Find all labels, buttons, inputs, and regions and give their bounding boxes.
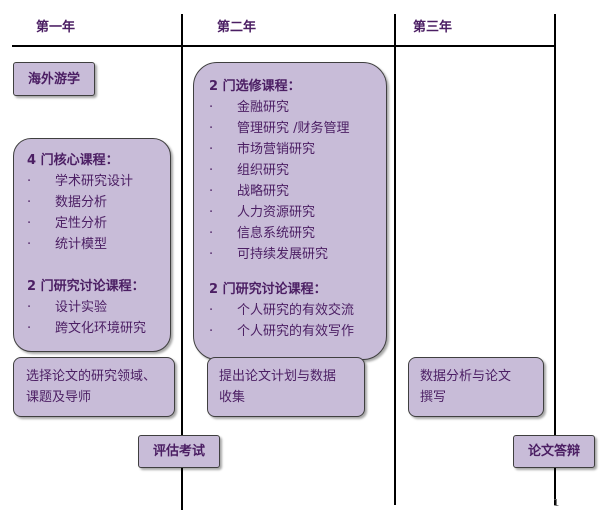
elective-course-item: ·人力资源研究	[209, 205, 316, 220]
study-abroad-label: 海外游学	[27, 71, 80, 87]
year1-courses-box: 4 门核心课程： ·学术研究设计 ·数据分析 ·定性分析 ·统计模型 2 门研究…	[13, 138, 171, 352]
header-year-1: 第一年	[36, 20, 76, 35]
elective-course-item: ·组织研究	[209, 163, 290, 178]
task-line: 数据分析与论文	[420, 369, 512, 384]
column-divider-3	[554, 14, 556, 505]
seminar-courses-title: 2 门研究讨论课程：	[209, 282, 327, 297]
task-line: 提出论文计划与数据	[219, 369, 337, 384]
seminar-course-item: ·设计实验	[27, 300, 108, 315]
assessment-exam-box: 评估考试	[138, 435, 220, 468]
thesis-defense-box: 论文答辩	[513, 435, 595, 468]
seminar-course-item: ·个人研究的有效写作	[209, 324, 355, 339]
elective-course-item: ·战略研究	[209, 184, 290, 199]
core-courses-title: 4 门核心课程：	[27, 153, 119, 168]
elective-course-item: ·金融研究	[209, 100, 290, 115]
elective-courses-title: 2 门选修课程：	[209, 79, 301, 94]
core-course-item: ·定性分析	[27, 216, 108, 231]
task-line: 撰写	[420, 390, 447, 405]
core-course-item: ·学术研究设计	[27, 174, 134, 189]
elective-course-item: ·可持续发展研究	[209, 247, 329, 262]
elective-course-item: ·市场营销研究	[209, 142, 316, 157]
column-divider-2	[394, 14, 396, 505]
thesis-defense-label: 论文答辩	[527, 444, 580, 459]
header-year-3: 第三年	[413, 20, 453, 35]
core-course-item: ·数据分析	[27, 195, 108, 210]
task-research-area-box: 选择论文的研究领域、 课题及导师	[13, 357, 175, 417]
column-divider-1	[181, 14, 183, 510]
task-line: 收集	[219, 390, 246, 405]
page-number: 1	[553, 498, 560, 509]
header-year-2: 第二年	[217, 20, 257, 35]
year2-courses-box: 2 门选修课程： ·金融研究 ·管理研究 /财务管理 ·市场营销研究 ·组织研究…	[193, 62, 387, 360]
task-analysis-box: 数据分析与论文 撰写	[408, 357, 544, 417]
timeline-divider	[12, 45, 556, 47]
seminar-course-item: ·个人研究的有效交流	[209, 303, 355, 318]
task-proposal-box: 提出论文计划与数据 收集	[207, 357, 365, 417]
elective-course-item: ·信息系统研究	[209, 226, 316, 241]
seminar-course-item: ·跨文化环境研究	[27, 321, 147, 336]
study-abroad-box: 海外游学	[13, 62, 95, 96]
assessment-exam-label: 评估考试	[152, 444, 205, 459]
task-line: 选择论文的研究领域、	[26, 369, 157, 384]
task-line: 课题及导师	[26, 390, 92, 405]
core-course-item: ·统计模型	[27, 237, 108, 252]
elective-course-item: ·管理研究 /财务管理	[209, 121, 350, 136]
seminar-courses-title: 2 门研究讨论课程：	[27, 279, 145, 294]
